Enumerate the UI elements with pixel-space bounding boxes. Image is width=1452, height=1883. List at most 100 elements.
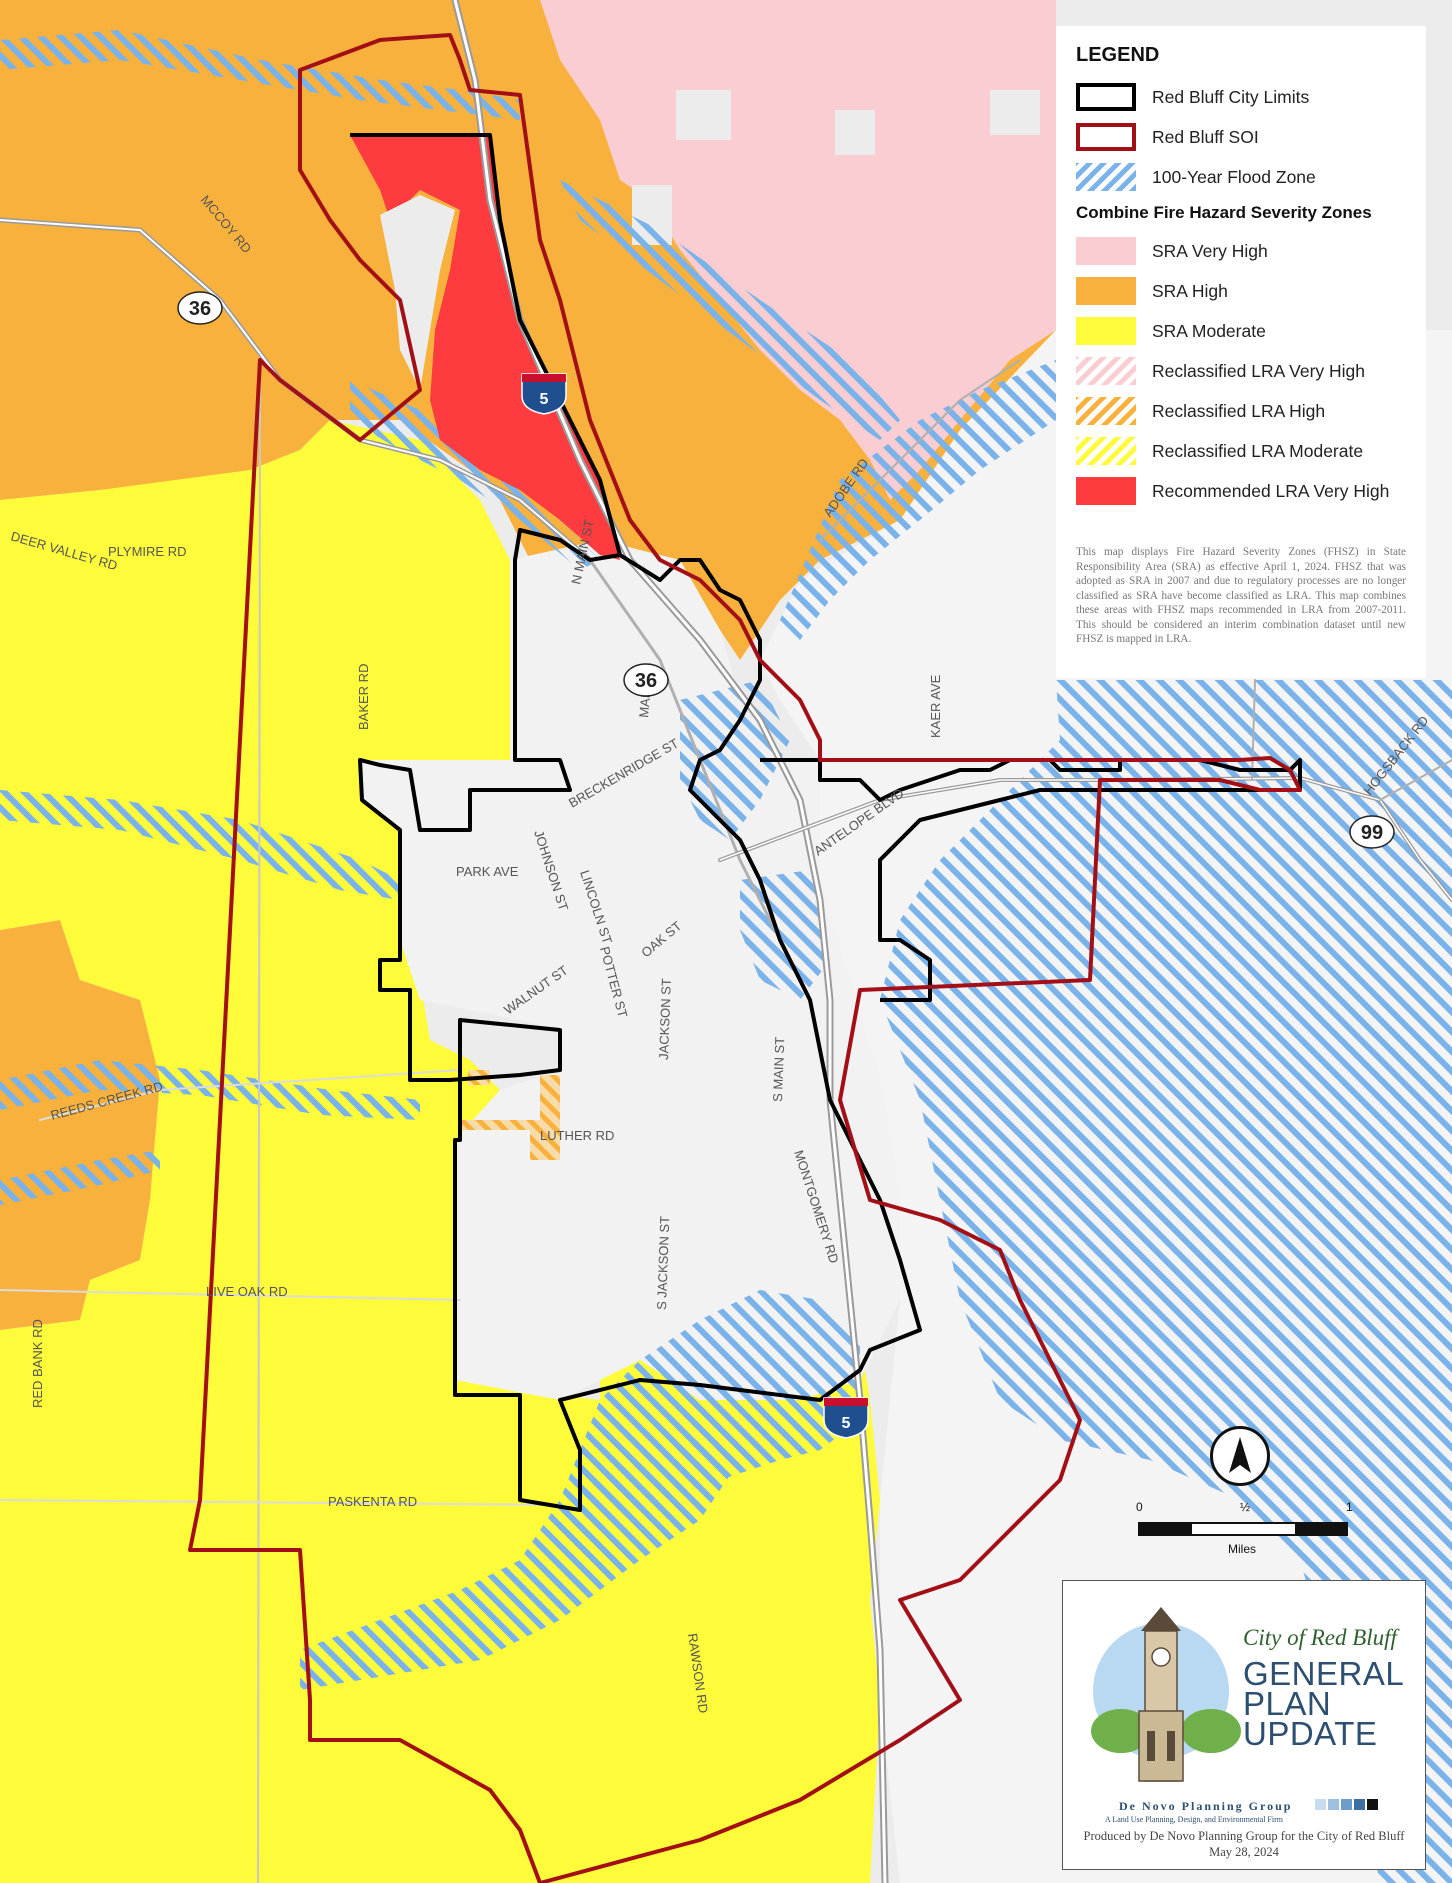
shield-i5-north-text: 5 [540, 391, 549, 408]
reeds-creek-road [39, 1069, 461, 1121]
logo-line-general: GENERAL [1243, 1655, 1405, 1692]
fhsz-swatch-2 [1076, 317, 1136, 345]
flood-zone-north-band-1 [0, 30, 520, 120]
fhsz-label-4: Reclassified LRA High [1152, 400, 1326, 421]
fhsz-swatch-0 [1076, 237, 1136, 265]
fhsz-row-6: Recommended LRA Very High [1076, 471, 1406, 511]
label-park-ave: PARK AVE [456, 864, 519, 879]
label-kaer-ave: KAER AVE [928, 674, 943, 738]
legend-row-0: Red Bluff City Limits [1076, 77, 1406, 117]
zone-sra-high-west-pocket [0, 920, 160, 1330]
fhsz-label-1: SRA High [1152, 280, 1228, 301]
scale-unit: Miles [1228, 1542, 1257, 1556]
flood-zone-west-band-2 [0, 1060, 420, 1120]
legend-swatch-1 [1076, 123, 1136, 151]
scale-bar: 0 ½ 1 Miles [1136, 1500, 1356, 1560]
city-limits-north [350, 133, 922, 1512]
zone-sra-very-high-hole-4 [990, 90, 1040, 135]
shield-sr36-central-text: 36 [635, 670, 657, 692]
fhsz-row-2: SRA Moderate [1076, 311, 1406, 351]
shield-sr36-west: 36 [177, 291, 223, 325]
label-luther-rd: LUTHER RD [540, 1128, 614, 1143]
shield-i5-south-text: 5 [842, 1415, 851, 1432]
shield-sr99-text: 99 [1361, 822, 1383, 844]
shield-sr36-west-text: 36 [189, 298, 211, 320]
label-red-bank-rd: RED BANK RD [30, 1319, 45, 1408]
city-limits-east [760, 758, 1302, 1002]
logo-firm-subtitle: A Land Use Planning, Design, and Environ… [1105, 1815, 1283, 1824]
label-s-main-st: S MAIN ST [770, 1037, 787, 1103]
label-paskenta-rd: PASKENTA RD [328, 1494, 417, 1509]
logo-city-name: City of Red Bluff [1243, 1625, 1397, 1650]
shield-i5-south: 5 [823, 1397, 869, 1439]
label-baker-rd: BAKER RD [356, 664, 371, 730]
hogsback-road [1379, 759, 1452, 801]
kaer-ave-road [1251, 679, 1256, 781]
live-oak-road [0, 1289, 461, 1301]
flood-zone-north-band-2 [560, 180, 900, 440]
baker-road [257, 359, 261, 1883]
fhsz-swatch-6 [1076, 477, 1136, 505]
legend-swatch-2 [1076, 163, 1136, 191]
fhsz-row-5: Reclassified LRA Moderate [1076, 431, 1406, 471]
fhsz-swatch-4 [1076, 397, 1136, 425]
soi-boundary [188, 33, 1302, 1883]
logo-line-plan: PLAN [1243, 1685, 1332, 1722]
label-jackson-st: JACKSON ST [656, 978, 674, 1060]
zone-red-hole [380, 195, 455, 390]
title-logo-box: City of Red Bluff GENERAL PLAN UPDATE De… [1062, 1580, 1426, 1870]
fhsz-row-0: SRA Very High [1076, 231, 1406, 271]
zone-sra-very-high [540, 0, 1056, 500]
logo-firm-name: De Novo Planning Group [1119, 1799, 1293, 1813]
scale-tick-half: ½ [1240, 1500, 1251, 1514]
label-plymire-rd: PLYMIRE RD [108, 544, 187, 559]
fhsz-row-3: Reclassified LRA Very High [1076, 351, 1406, 391]
scale-bar-graphic [1138, 1522, 1348, 1536]
legend-label-0: Red Bluff City Limits [1152, 86, 1310, 107]
label-s-jackson-st: S JACKSON ST [654, 1216, 672, 1310]
fhsz-label-5: Reclassified LRA Moderate [1152, 440, 1364, 461]
fhsz-label-3: Reclassified LRA Very High [1152, 360, 1366, 381]
scale-tick-0: 0 [1136, 1500, 1143, 1514]
fhsz-label-6: Recommended LRA Very High [1152, 480, 1390, 501]
fhsz-swatch-1 [1076, 277, 1136, 305]
zone-recommended-lra-very-high [350, 135, 620, 560]
zone-reclassified-lra-high [460, 1075, 560, 1160]
paskenta-road [0, 1499, 561, 1506]
legend-label-2: 100-Year Flood Zone [1152, 166, 1316, 187]
fhsz-row-1: SRA High [1076, 271, 1406, 311]
fhsz-label-0: SRA Very High [1152, 240, 1268, 261]
legend-label-1: Red Bluff SOI [1152, 126, 1259, 147]
scale-tick-1: 1 [1346, 1500, 1353, 1514]
flood-zone-southwest-band [300, 1440, 740, 1690]
logo-line-update: UPDATE [1243, 1715, 1378, 1752]
zone-sra-very-high-hole-3 [835, 110, 875, 155]
legend-swatch-0 [1076, 83, 1136, 111]
label-live-oak-rd: LIVE OAK RD [206, 1284, 288, 1299]
shield-sr99: 99 [1349, 815, 1395, 849]
produced-date: May 28, 2024 [1209, 1845, 1279, 1859]
flood-zone-west-band-3 [0, 1150, 160, 1205]
adobe-road [819, 359, 1021, 541]
legend-note: This map displays Fire Hazard Severity Z… [1076, 546, 1406, 645]
legend-row-2: 100-Year Flood Zone [1076, 157, 1406, 197]
legend-fhsz-heading: Combine Fire Hazard Severity Zones [1076, 203, 1372, 222]
legend-row-1: Red Bluff SOI [1076, 117, 1406, 157]
shield-i5-north: 5 [521, 373, 567, 415]
fhsz-swatch-5 [1076, 437, 1136, 465]
north-arrow-icon [1210, 1426, 1270, 1486]
produced-by-text: Produced by De Novo Planning Group for t… [1083, 1829, 1405, 1843]
logo-color-squares [1315, 1799, 1378, 1810]
legend-title: LEGEND [1076, 44, 1160, 66]
zone-sra-very-high-hole-1 [676, 90, 731, 140]
shield-sr36-central: 36 [623, 663, 669, 697]
fhsz-label-2: SRA Moderate [1152, 320, 1266, 341]
flood-zone-west-band-1 [0, 790, 400, 900]
flood-zone-east-channels [780, 360, 1056, 640]
clock-tower-logo [1091, 1607, 1241, 1782]
fhsz-row-4: Reclassified LRA High [1076, 391, 1406, 431]
fhsz-swatch-3 [1076, 357, 1136, 385]
